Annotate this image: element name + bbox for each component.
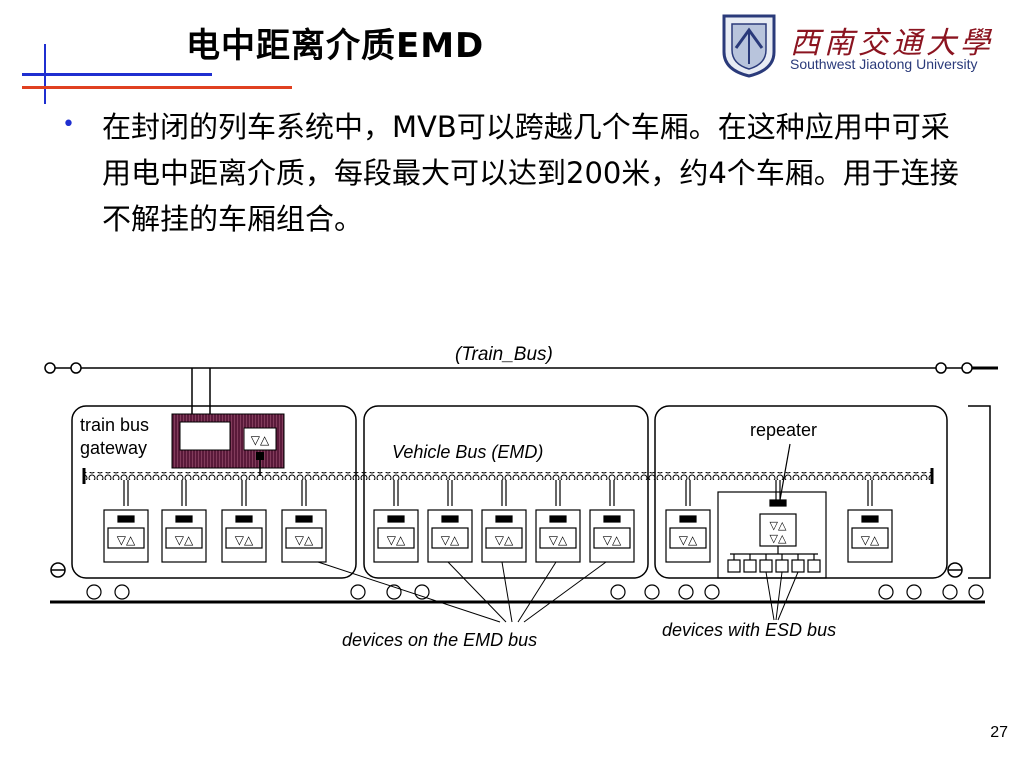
device-symbol: ▽△ [117, 533, 136, 547]
decor-red-line [22, 86, 292, 89]
esd-devices-label: devices with ESD bus [662, 620, 836, 640]
repeater-symbol: ▽△ [770, 532, 787, 545]
repeater-label: repeater [750, 420, 817, 440]
vehicle-bus-chain [84, 472, 932, 480]
emd-device [281, 480, 327, 563]
university-logo: 西南交通大學 Southwest Jiaotong University [718, 12, 1010, 82]
device-symbol: ▽△ [495, 533, 514, 547]
emd-devices-label: devices on the EMD bus [342, 630, 537, 650]
emd-devices [103, 480, 893, 563]
gateway-label-1: train bus [80, 415, 149, 435]
device-symbol: ▽△ [295, 533, 314, 547]
repeater-block [717, 480, 827, 579]
university-emblem-icon [722, 14, 776, 78]
slide-title: 电中距离介质EMD [186, 26, 485, 66]
emd-device [847, 480, 893, 563]
device-symbol: ▽△ [441, 533, 460, 547]
bullet-text: 在封闭的列车系统中，MVB可以跨越几个车厢。在这种应用中可采用电中距离介质，每段… [102, 110, 959, 236]
device-symbol: ▽△ [235, 533, 254, 547]
esd-label-pointers [765, 571, 799, 621]
emd-device [535, 480, 581, 563]
train-bus-line [44, 362, 998, 414]
car-body-1 [71, 405, 357, 579]
gateway-module [179, 421, 231, 451]
gateway-device-module [243, 427, 277, 451]
device-symbol: ▽△ [549, 533, 568, 547]
emd-device [481, 480, 527, 563]
vehicle-bus-label: Vehicle Bus (EMD) [392, 442, 543, 462]
emd-device [665, 480, 711, 563]
device-symbol: ▽△ [679, 533, 698, 547]
decor-blue-line [22, 73, 212, 76]
emd-device [103, 480, 149, 563]
emd-device [221, 480, 267, 563]
wheels [86, 584, 984, 600]
device-symbol: ▽△ [603, 533, 622, 547]
car-body-4-partial [968, 405, 991, 579]
repeater-pointer [779, 443, 791, 501]
device-symbol: ▽△ [387, 533, 406, 547]
train-bus-label: (Train_Bus) [455, 344, 553, 365]
gateway-label-2: gateway [80, 438, 147, 458]
device-symbol: ▽△ [861, 533, 880, 547]
device-symbol: ▽△ [175, 533, 194, 547]
train-bus-diagram: (Train_Bus) ▽△ train bus gateway Vehicle… [44, 344, 998, 650]
repeater-symbol: ▽△ [770, 519, 787, 532]
logo-english-name: Southwest Jiaotong University [790, 56, 978, 72]
bullet-marker: • [62, 112, 75, 137]
page-number: 27 [990, 724, 1008, 741]
car-body-2 [363, 405, 649, 579]
gateway-device-symbol: ▽△ [251, 433, 270, 447]
emd-device [589, 480, 635, 563]
gateway-connector [256, 452, 264, 460]
emd-device [161, 480, 207, 563]
emd-device [427, 480, 473, 563]
logo-chinese-name: 西南交通大學 [790, 26, 994, 61]
emd-device [373, 480, 419, 563]
emd-label-pointers [317, 561, 607, 623]
couplers [50, 562, 963, 578]
